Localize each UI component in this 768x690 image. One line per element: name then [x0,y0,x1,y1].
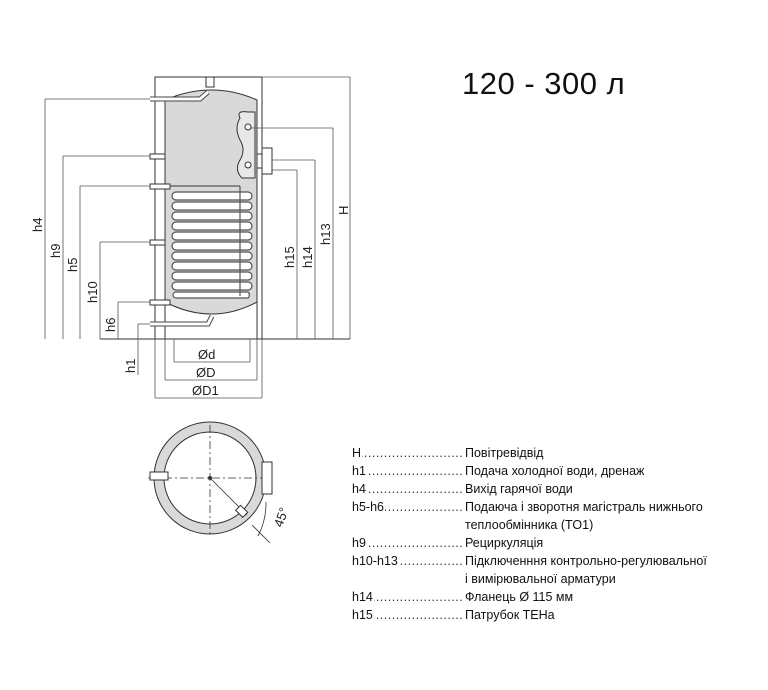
sensor-nozzle [149,239,166,246]
legend-value: Рециркуляція [465,536,544,550]
legend-key: h5-h6 [352,498,385,516]
legend-value: Подаюча і зворотня магістраль нижнього [465,500,703,514]
legend-row: H Повітревідвід [352,444,762,462]
air-vent [205,76,215,88]
dim-d: Ød [198,347,215,362]
dim-h13: h13 [318,223,333,245]
dim-H: H [336,206,351,215]
top-view-nozzle-right [261,461,273,495]
capacity-title: 120 - 300 л [462,66,626,101]
legend-row: h1 Подача холодної води, дренаж [352,462,762,480]
legend-row: h5-h6 Подаюча і зворотня магістраль нижнь… [352,498,762,516]
legend-value: Патрубок ТЕНа [465,608,555,622]
legend-key: h9 [352,534,367,552]
legend: H Повітревідвід h1 Подача холодної води, д… [352,444,762,624]
dim-h1: h1 [123,359,138,373]
dim-angle: 45° [271,505,292,529]
top-view-nozzle-left [149,471,169,481]
legend-value: Фланець Ø 115 мм [465,590,574,604]
coil-heat-exchanger [170,185,253,299]
legend-value: Повітревідвід [465,446,544,460]
dim-h10: h10 [85,281,100,303]
legend-key: h4 [352,480,367,498]
legend-key: h15 [352,606,374,624]
legend-row: h10-h13 Підключенння контрольно-регулювал… [352,552,762,570]
dim-D: ØD [196,365,216,380]
legend-key: h1 [352,462,367,480]
dim-h15: h15 [282,246,297,268]
dim-h4: h4 [30,218,45,232]
legend-row: і вимірювальної арматури [352,570,762,588]
legend-row: h14 Фланець Ø 115 мм [352,588,762,606]
legend-key: h10-h13 [352,552,399,570]
coil-return-nozzle [149,299,171,306]
legend-value: Подача холодної води, дренаж [465,464,645,478]
dim-h6: h6 [103,318,118,332]
legend-value: і вимірювальної арматури [465,572,616,586]
dim-h5: h5 [65,258,80,272]
legend-value: теплообмінника (TO1) [465,518,594,532]
legend-row: h9 Рециркуляція [352,534,762,552]
legend-key: h14 [352,588,374,606]
legend-value: Підключенння контрольно-регулювальної [465,554,707,568]
heater-nozzle [261,147,273,175]
legend-value: Вихід гарячої води [465,482,573,496]
legend-row: h15 Патрубок ТЕНа [352,606,762,624]
recirculation-nozzle [149,153,166,160]
legend-key: H [352,444,363,462]
dim-D1: ØD1 [192,383,219,398]
legend-row: теплообмінника (TO1) [352,516,762,534]
coil-supply-nozzle [149,183,171,190]
dim-h14: h14 [300,246,315,268]
legend-row: h4 Вихід гарячої води [352,480,762,498]
dim-h9: h9 [48,244,63,258]
